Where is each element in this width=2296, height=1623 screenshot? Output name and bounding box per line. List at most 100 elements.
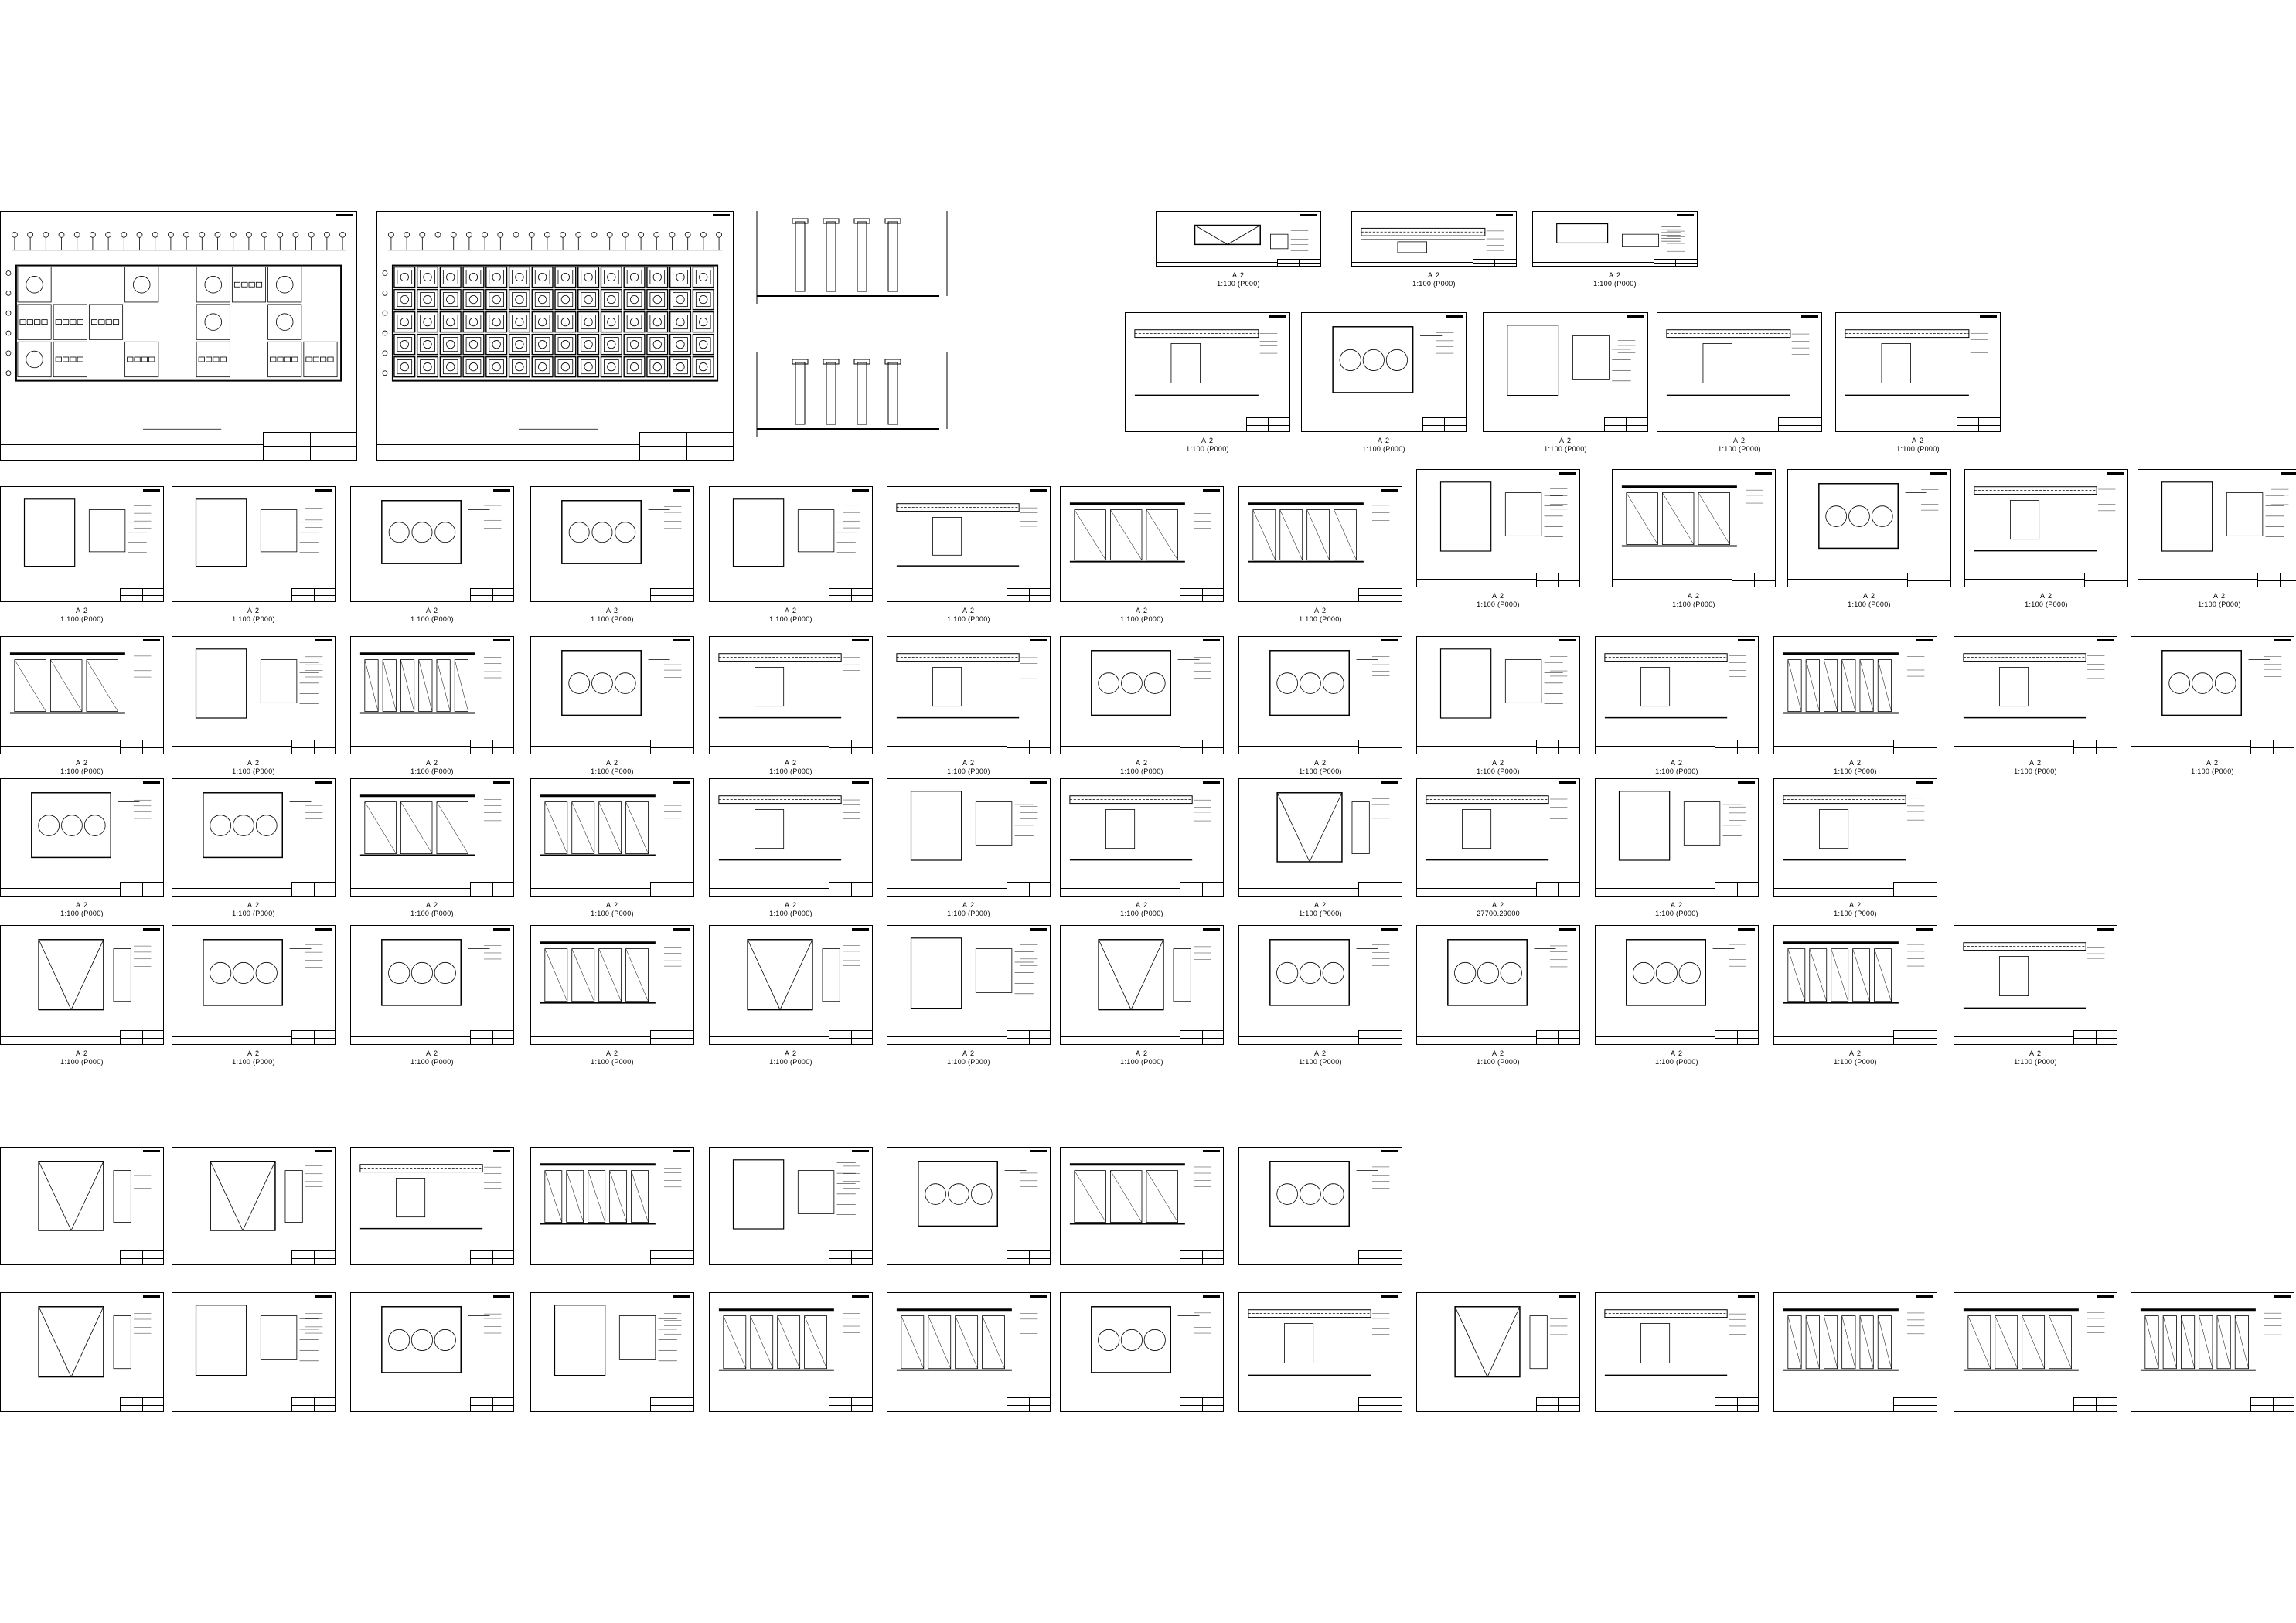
title-block: [1276, 259, 1320, 266]
sheet-linework: [1091, 650, 1211, 716]
title-block: [1893, 882, 1937, 896]
title-block: [1180, 1030, 1223, 1044]
sheet-linework: [1783, 795, 1925, 861]
title-block-strip: [1774, 745, 1937, 754]
sheet-scale-label: 1:100 (P000): [1299, 615, 1342, 623]
sheet-scale-label: 1:100 (P000): [1412, 280, 1456, 288]
title-block: [1715, 1397, 1758, 1411]
sheet-title-label: A 2: [1732, 437, 1746, 444]
sheet-title-label: A 2: [962, 901, 976, 909]
sheet-number-mark: [1030, 489, 1047, 492]
sheet-number-mark: [1269, 315, 1286, 318]
sheet-number-mark: [1203, 1295, 1220, 1298]
title-block: [650, 587, 693, 601]
title-block: [1358, 1397, 1402, 1411]
sheet-linework: [1091, 1306, 1211, 1373]
sheet-scale-label: 1:100 (P000): [232, 767, 275, 775]
title-block: [120, 1250, 163, 1264]
sheet-scale-label: 1:100 (P000): [1834, 1058, 1877, 1066]
drawing-sheet: [1060, 486, 1224, 602]
title-block: [263, 431, 356, 460]
title-block: [1007, 1030, 1050, 1044]
title-block-strip: [531, 1256, 693, 1264]
title-block-strip: [1533, 261, 1697, 266]
title-block: [829, 1397, 872, 1411]
sheet-scale-label: 1:100 (P000): [1834, 910, 1877, 917]
sheet-scale-label: 1:100 (P000): [591, 767, 634, 775]
drawing-sheet: [709, 1147, 873, 1265]
title-block-strip: [887, 1036, 1050, 1044]
sheet-number-mark: [852, 639, 869, 641]
title-block: [2073, 740, 2117, 754]
sheet-title-label: A 2: [1608, 271, 1622, 279]
sheet-scale-label: 1:100 (P000): [2198, 601, 2241, 608]
sheet-linework: [1361, 227, 1504, 253]
drawing-sheet: [1060, 925, 1224, 1045]
title-block-strip: [1239, 594, 1402, 601]
title-block: [1358, 882, 1402, 896]
sheet-linework: [540, 1163, 682, 1225]
title-block-strip: [172, 1256, 335, 1264]
sheet-linework: [1604, 653, 1746, 719]
drawing-sheet: [1787, 469, 1951, 587]
sheet-linework: [732, 1159, 860, 1230]
title-block-strip: [1954, 1403, 2117, 1411]
sheet-number-mark: [315, 781, 332, 784]
sheet-title-label: A 2: [75, 1050, 89, 1057]
sheet-title-label: A 2: [784, 759, 798, 767]
drawing-sheet: [1156, 211, 1321, 267]
title-block-strip: [1239, 745, 1402, 754]
sheet-title-label: A 2: [75, 901, 89, 909]
title-block-strip: [1, 594, 163, 601]
sheet-linework: [381, 939, 502, 1006]
drawing-sheet: [350, 778, 514, 897]
title-block-strip: [172, 1036, 335, 1044]
drawing-sheet: [887, 486, 1051, 602]
drawing-sheet: [1954, 1292, 2117, 1412]
title-block-strip: [1596, 1403, 1758, 1411]
drawing-sheet: [709, 925, 873, 1045]
sheet-scale-label: 1:100 (P000): [1896, 445, 1940, 453]
title-block-strip: [887, 745, 1050, 754]
sheet-linework: [38, 1161, 152, 1231]
sheet-linework: [1447, 939, 1568, 1006]
sheet-linework: [38, 939, 152, 1011]
title-block: [291, 587, 335, 601]
drawing-sheet: [1238, 636, 1402, 754]
title-block-strip: [1239, 1403, 1402, 1411]
sheet-title-label: A 2: [1313, 901, 1327, 909]
drawing-sheet: [1773, 636, 1937, 754]
sheet-title-label: A 2: [2029, 1050, 2042, 1057]
sheet-title-label: A 2: [784, 607, 798, 614]
sheet-scale-label: 1:100 (P000): [1299, 910, 1342, 917]
sheet-linework: [210, 1161, 323, 1231]
sheet-linework: [732, 498, 860, 567]
sheet-scale-label: 1:100 (P000): [1120, 615, 1163, 623]
sheet-linework: [1248, 502, 1390, 563]
title-block: [1358, 1250, 1402, 1264]
title-block: [650, 1397, 693, 1411]
title-block: [1777, 417, 1821, 431]
sheet-scale-label: 1:100 (P000): [410, 615, 454, 623]
sheet-title-label: A 2: [605, 759, 619, 767]
title-block-strip: [1613, 578, 1775, 587]
title-block-strip: [1954, 745, 2117, 754]
drawing-sheet: [1657, 312, 1822, 432]
drawing-sheet: [0, 778, 164, 897]
sheet-linework: [896, 503, 1038, 567]
title-block-strip: [1, 887, 163, 896]
title-block: [1536, 882, 1579, 896]
sheet-number-mark: [1559, 781, 1576, 784]
sheet-linework: [1666, 329, 1810, 396]
sheet-number-mark: [673, 489, 690, 492]
sheet-number-mark: [143, 489, 160, 492]
